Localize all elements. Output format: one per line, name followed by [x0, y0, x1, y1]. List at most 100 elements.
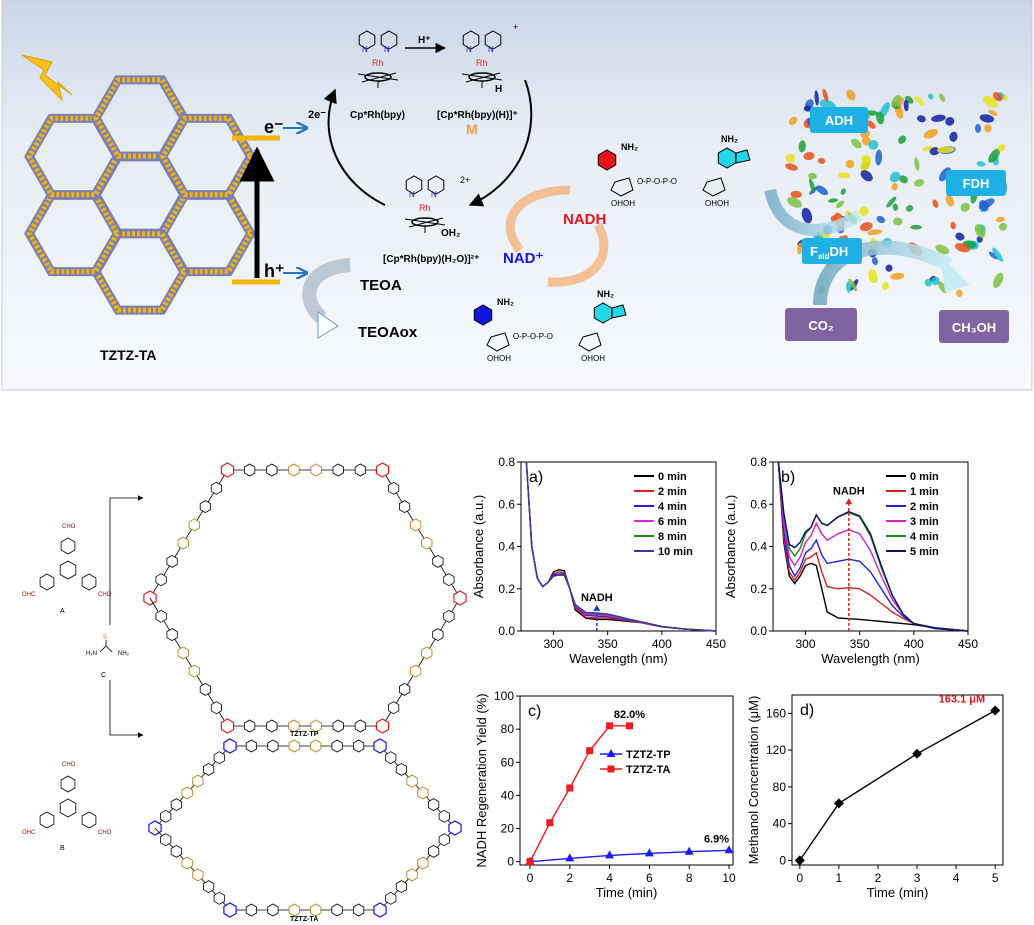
x-tick-label: 400 — [904, 637, 924, 651]
adenine-imidazole — [735, 149, 751, 164]
benzene-ring — [245, 739, 258, 753]
legend-label: 4 min — [910, 531, 939, 543]
reaction-arrow-ta — [109, 680, 144, 738]
protein-helix — [798, 140, 806, 153]
protein-helix — [859, 206, 869, 216]
benzene-ring — [395, 880, 408, 894]
legend-label: 2 min — [658, 486, 687, 498]
protein-helix — [927, 93, 934, 100]
monomer-b-label: B — [60, 845, 65, 852]
aqua-ligand: OH₂ — [441, 228, 460, 239]
x-axis-label: Wavelength (nm) — [569, 651, 668, 666]
benzene-ring — [332, 719, 344, 733]
x-tick-label: 10 — [722, 871, 736, 885]
benzene-ring — [438, 833, 450, 847]
plot-frame — [772, 461, 969, 632]
pyrophosphate: O-P-O-P-O — [637, 177, 677, 186]
co2-box — [785, 308, 857, 341]
x-tick-label: 350 — [598, 637, 618, 651]
x-tick-label: 6 — [646, 871, 653, 885]
protein-helix — [898, 135, 907, 144]
legend-label: 10 min — [658, 546, 693, 558]
thiazolothiazole-unit — [177, 646, 189, 660]
protein-helix — [815, 185, 829, 196]
protein-helix — [788, 116, 798, 126]
protein-helix — [840, 188, 846, 195]
data-point — [724, 845, 734, 854]
rh-complex-2-tag: M — [466, 121, 478, 137]
rh-complex-3-label: [Cp*Rh(bpy)(H₂O)]²⁺ — [383, 254, 479, 265]
protein-helix — [882, 282, 889, 291]
protein-helix — [860, 155, 871, 173]
protein-helix — [932, 199, 939, 208]
data-point — [566, 784, 574, 792]
y-tick-label: 60 — [501, 755, 515, 769]
x-tick-label: 3 — [914, 871, 921, 885]
thiazolothiazole-unit — [310, 903, 322, 917]
legend-label: 3 min — [910, 516, 939, 528]
benzene-ring — [243, 463, 256, 477]
nadh-label: NADH — [563, 211, 606, 228]
protein-helix — [801, 207, 813, 224]
benzene-ring — [202, 880, 215, 894]
ribose-ring — [486, 332, 510, 352]
legend-label: 8 min — [658, 531, 687, 543]
protein-helix — [846, 89, 856, 101]
hydride-ligand: H — [495, 84, 502, 95]
y-tick-label: 40 — [501, 788, 515, 802]
benzene-ring — [432, 628, 444, 642]
legend-label: 1 min — [910, 486, 939, 498]
ribose-ring — [578, 332, 602, 352]
benzene-ring — [213, 751, 225, 765]
benzene-ring — [398, 500, 411, 514]
nitrogen-atom: N — [466, 45, 472, 54]
benzene-ring — [427, 844, 440, 858]
nadh-annotation: NADH — [833, 485, 865, 497]
cof-pore-wall — [93, 77, 187, 159]
benzene-ring — [387, 701, 400, 715]
thiazolothiazole-unit — [192, 774, 204, 788]
hydroxyl-groups: OHOH — [581, 354, 605, 363]
benzene-ring — [160, 809, 172, 823]
protein-helix — [845, 281, 852, 293]
benzene-ring — [199, 682, 212, 696]
cp-star-methyls — [461, 72, 503, 88]
ribose-ring — [610, 177, 634, 197]
thiazolothiazole-unit — [188, 664, 200, 678]
benzene-ring — [332, 463, 344, 477]
protein-helix — [945, 117, 955, 126]
protein-helix — [983, 95, 998, 108]
cof-pore-wall — [159, 115, 254, 198]
protein-helix — [886, 196, 897, 208]
nicotinamide-ring — [473, 304, 493, 326]
nitrogen-atom: N — [384, 45, 390, 54]
protein-helix — [876, 111, 885, 125]
protein-helix — [875, 149, 883, 166]
x-tick-label: 0 — [796, 871, 803, 885]
benzene-ring — [352, 739, 365, 753]
x-axis-label: Time (min) — [867, 885, 929, 900]
benzene-ring — [443, 573, 455, 587]
cycle-arrow-left — [323, 88, 386, 206]
legend-label: 6 min — [658, 516, 687, 528]
y-tick-label: 100 — [494, 689, 514, 703]
legend-label: 0 min — [658, 471, 687, 483]
protein-helix — [889, 171, 901, 183]
triazine-node — [223, 738, 237, 754]
tztz-tp-framework — [143, 462, 467, 734]
benzene-ring — [60, 775, 76, 793]
rhodium-atom: Rh — [476, 58, 488, 68]
y-axis-label: Absorbance (a.u.) — [471, 495, 486, 598]
nadh-indicator-arrow — [593, 604, 601, 611]
nicotinamide-ring — [597, 149, 617, 171]
protein-helix — [937, 146, 955, 154]
thiazolothiazole-unit — [406, 774, 418, 788]
nitrogen-atom: N — [409, 190, 415, 199]
benzene-ring — [398, 682, 411, 696]
fdh-box — [946, 170, 1006, 196]
methanol-box — [939, 310, 1009, 343]
benzene-ring — [39, 573, 55, 591]
legend-label: 0 min — [910, 471, 939, 483]
